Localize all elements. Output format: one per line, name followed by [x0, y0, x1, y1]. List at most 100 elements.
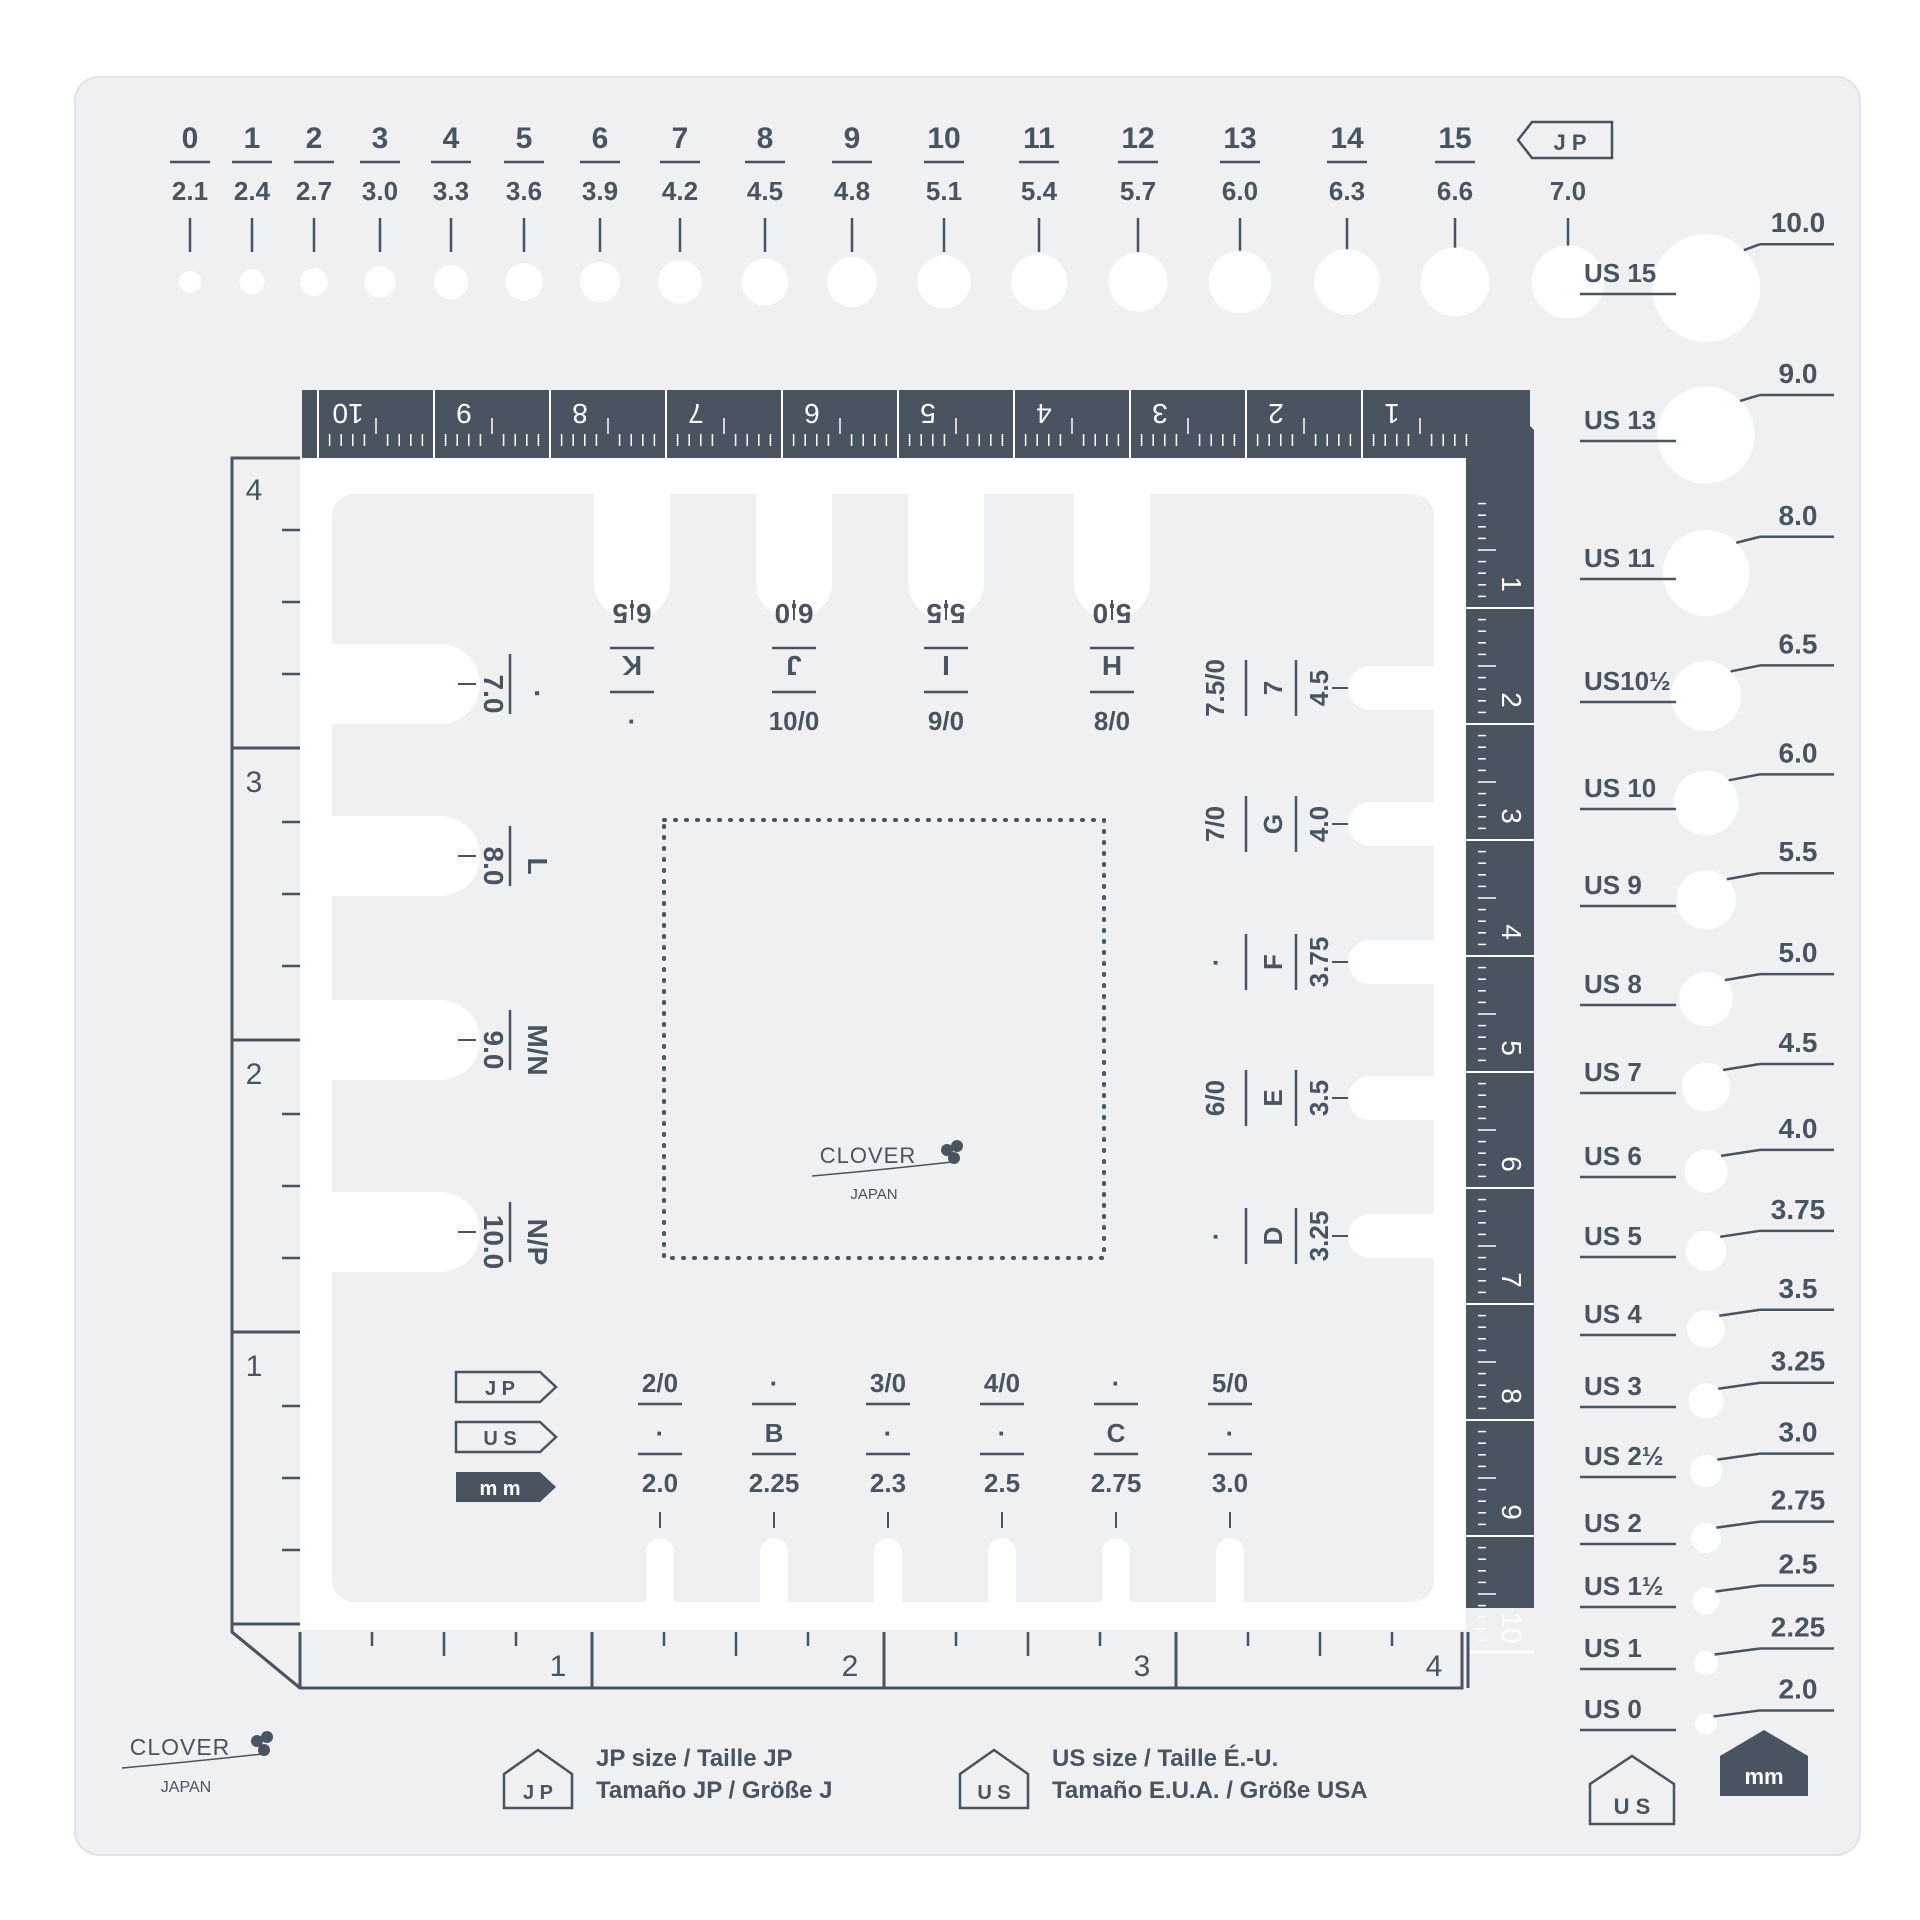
cm-right-label: 7 — [1496, 1272, 1527, 1288]
top-jp-size: 4 — [443, 122, 460, 155]
left-slot-us: L — [522, 857, 553, 874]
right-mm-size: 5.5 — [1779, 836, 1818, 867]
cm-top-label: 10 — [332, 398, 363, 429]
center-brand-country: JAPAN — [850, 1186, 897, 1203]
top-size-hole[interactable] — [917, 255, 971, 309]
cm-right-label: 1 — [1496, 576, 1527, 592]
top-slot-jp: 10/0 — [769, 706, 820, 736]
center-brand: CLOVER JAPAN — [811, 1140, 963, 1203]
top-slot-jp: · — [628, 706, 637, 736]
legend-jp: J P — [485, 1378, 515, 1400]
right-size-hole[interactable] — [1687, 1310, 1725, 1348]
right-mm-size: 6.5 — [1779, 628, 1818, 659]
right-size-hole[interactable] — [1676, 870, 1736, 930]
right-size-hole[interactable] — [1679, 972, 1733, 1026]
right-size-hole[interactable] — [1681, 1062, 1731, 1112]
top-size-hole[interactable] — [1531, 245, 1605, 319]
right-slot-jp: 7/0 — [1200, 806, 1230, 842]
top-size-hole[interactable] — [179, 271, 201, 293]
right-us-size: US 13 — [1584, 405, 1656, 435]
right-mm-size: 2.5 — [1779, 1549, 1818, 1580]
top-size-hole[interactable] — [827, 257, 877, 307]
hook-gauge-panel — [332, 494, 1434, 1602]
top-size-hole[interactable] — [579, 261, 621, 303]
right-size-hole[interactable] — [1684, 1149, 1728, 1193]
top-slot-jp: 9/0 — [928, 706, 964, 736]
right-size-hole[interactable] — [1692, 1587, 1720, 1615]
top-mm-size: 7.0 — [1550, 176, 1586, 206]
top-jp-size: 9 — [844, 122, 861, 155]
right-size-hole[interactable] — [1652, 234, 1760, 342]
right-mm-size: 2.0 — [1779, 1673, 1818, 1704]
cm-top-label: 2 — [1268, 398, 1284, 429]
corner-brand-country: JAPAN — [161, 1779, 211, 1796]
top-mm-size: 3.0 — [362, 176, 398, 206]
right-slot-jp: 6/0 — [1200, 1080, 1230, 1116]
right-mm-size: 6.0 — [1779, 737, 1818, 768]
top-mm-size: 6.0 — [1222, 176, 1258, 206]
top-size-hole[interactable] — [299, 267, 329, 297]
top-size-hole[interactable] — [1010, 253, 1068, 311]
right-size-hole[interactable] — [1689, 1454, 1723, 1488]
footer-jp-text-1: JP size / Taille JP — [596, 1745, 793, 1772]
left-slot-mm: 7.0 — [478, 675, 509, 714]
right-slot-us: F — [1258, 954, 1288, 970]
right-size-hole[interactable] — [1670, 660, 1742, 732]
top-slot-us: K — [622, 650, 642, 681]
cm-top-label: 1 — [1384, 398, 1400, 429]
right-us-size: US 6 — [1584, 1141, 1642, 1171]
top-size-hole[interactable] — [433, 264, 469, 300]
top-slot-mm: 5.5 — [927, 598, 966, 629]
right-size-hole[interactable] — [1662, 529, 1750, 617]
cm-right-label: 2 — [1496, 692, 1527, 708]
mm-badge: mm — [1744, 1764, 1783, 1789]
footer-jp-text-2: Tamaño JP / Größe J — [596, 1777, 833, 1804]
right-us-size: US 7 — [1584, 1057, 1642, 1087]
top-size-hole[interactable] — [239, 269, 265, 295]
right-slot-mm: 4.0 — [1304, 806, 1334, 842]
top-size-hole[interactable] — [1420, 247, 1490, 317]
cm-top-label: 5 — [920, 398, 936, 429]
right-mm-size: 3.25 — [1771, 1346, 1826, 1377]
top-jp-size: 7 — [672, 122, 689, 155]
inch-left-label: 3 — [246, 766, 263, 799]
top-size-hole[interactable] — [364, 266, 396, 298]
clover-icon — [251, 1731, 273, 1756]
top-mm-size: 2.1 — [172, 176, 208, 206]
right-mm-size: 9.0 — [1779, 358, 1818, 389]
inch-bottom-label: 4 — [1426, 1650, 1443, 1683]
bottom-slot-us: · — [1226, 1418, 1235, 1448]
bottom-slot-us: B — [765, 1418, 784, 1448]
right-size-hole[interactable] — [1673, 770, 1739, 836]
top-size-hole[interactable] — [658, 260, 702, 304]
top-slot-mm: 6.0 — [775, 598, 814, 629]
right-size-hole[interactable] — [1685, 1230, 1727, 1272]
cm-right-label: 9 — [1496, 1504, 1527, 1520]
right-slot-mm: 4.5 — [1304, 670, 1334, 706]
top-slot-jp: 8/0 — [1094, 706, 1130, 736]
right-mm-size: 4.0 — [1779, 1113, 1818, 1144]
right-slot-mm: 3.75 — [1304, 937, 1334, 988]
right-slot-jp: 7.5/0 — [1200, 659, 1230, 717]
inch-bottom-label: 2 — [842, 1650, 859, 1683]
top-size-hole[interactable] — [1208, 250, 1272, 314]
top-mm-size: 5.1 — [926, 176, 962, 206]
footer-jp-tag: J P — [523, 1782, 553, 1804]
right-size-hole[interactable] — [1695, 1713, 1717, 1735]
right-size-hole[interactable] — [1693, 1650, 1719, 1676]
top-size-hole[interactable] — [505, 263, 543, 301]
top-jp-tag: J P — [1516, 120, 1614, 160]
top-size-hole[interactable] — [1108, 252, 1168, 312]
center-brand-name: CLOVER — [820, 1143, 916, 1168]
right-size-hole[interactable] — [1688, 1383, 1724, 1419]
top-jp-size: 0 — [182, 122, 199, 155]
footer-us: U S US size / Taille É.-U. Tamaño E.U.A.… — [958, 1744, 1368, 1810]
top-size-hole[interactable] — [1314, 249, 1380, 315]
top-size-hole[interactable] — [741, 258, 789, 306]
top-slot-us: I — [942, 650, 950, 681]
right-size-hole[interactable] — [1657, 386, 1755, 484]
right-size-hole[interactable] — [1691, 1523, 1721, 1553]
